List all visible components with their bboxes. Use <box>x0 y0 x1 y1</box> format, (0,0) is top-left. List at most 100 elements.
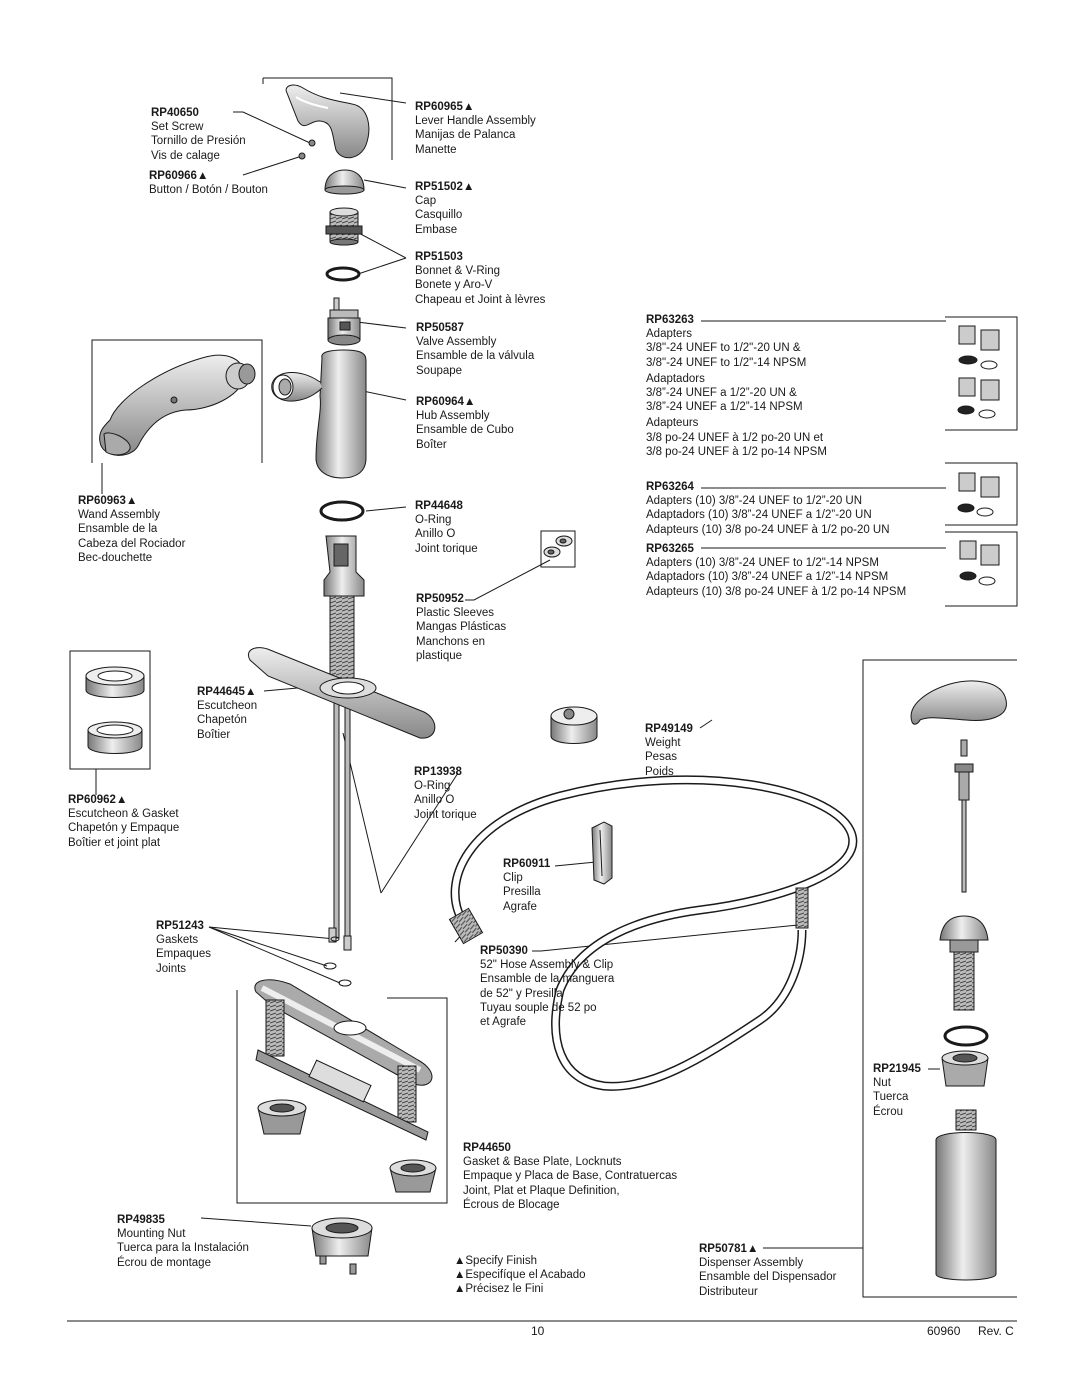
part-desc: 3/8 po-24 UNEF à 1/2 po-14 NPSM <box>646 445 827 458</box>
part-desc: Bonete y Aro-V <box>415 279 493 292</box>
label-rp50952: RP50952 Plastic Sleeves Mangas Plásticas… <box>416 592 506 663</box>
label-rp51503: RP51503 Bonnet & V-Ring Bonete y Aro-V C… <box>415 250 545 307</box>
part-number: RP21945 <box>873 1063 921 1075</box>
part-number: RP60964▲ <box>416 396 476 408</box>
frame-dispenser <box>862 659 1017 1298</box>
part-desc: Adapters (10) 3/8”-24 UNEF to 1/2”-20 UN <box>646 495 863 508</box>
part-number: RP63263 <box>646 314 694 326</box>
part-desc: 3/8”-24 UNEF a 1/2”-20 UN & <box>646 387 797 400</box>
frame-escutcheon <box>69 650 151 770</box>
part-desc: Vis de calage <box>151 149 220 162</box>
part-desc: Adaptadors <box>646 372 705 385</box>
part-number: RP44645▲ <box>197 686 257 698</box>
part-desc: Écrous de Blocage <box>463 1198 560 1211</box>
hose-drawing <box>448 775 858 1091</box>
part-desc: Escutcheon & Gasket <box>68 808 179 821</box>
part-desc: Casquillo <box>415 209 463 222</box>
label-rp63263: RP63263 Adapters 3/8"-24 UNEF to 1/2"-20… <box>646 313 827 459</box>
part-desc: et Agrafe <box>480 1016 527 1029</box>
locknut-drawing <box>257 1099 437 1193</box>
part-number: RP51243 <box>156 920 204 932</box>
part-desc: Chapetón <box>197 714 247 727</box>
bonnet-drawing <box>325 207 363 246</box>
part-desc: Manijas de Palanca <box>415 129 516 142</box>
part-desc: Écrou <box>873 1105 904 1118</box>
hub-drawing <box>271 349 367 479</box>
adapters-63263-drawing <box>957 325 1000 419</box>
part-desc: Boîtier et joint plat <box>68 836 161 849</box>
frame-baseplate <box>236 990 448 1204</box>
part-desc: Ensamble del Dispensador <box>699 1271 837 1284</box>
part-desc: Cabeza del Rociador <box>78 537 186 550</box>
part-number: RP50587 <box>416 322 464 334</box>
finish-legend: ▲Specify Finish ▲Especifíque el Acabado … <box>454 1254 586 1297</box>
label-rp40650: RP40650 Set Screw Tornillo de Presión Vi… <box>151 106 246 163</box>
label-rp51243: RP51243 Gaskets Empaques Joints <box>156 919 211 976</box>
adapters-63265-drawing <box>959 540 1000 586</box>
part-number: RP44650 <box>463 1142 511 1154</box>
part-desc: 3/8"-24 UNEF to 1/2"-20 UN & <box>646 342 801 355</box>
label-rp63264: RP63264 Adapters (10) 3/8”-24 UNEF to 1/… <box>646 480 890 537</box>
part-number: RP44648 <box>415 500 463 512</box>
part-desc: 3/8”-24 UNEF a 1/2”-14 NPSM <box>646 401 803 414</box>
label-rp60966: RP60966▲ Button / Botón / Bouton <box>149 169 268 197</box>
part-number: RP63264 <box>646 481 694 493</box>
lever-handle-drawing <box>285 84 370 160</box>
part-desc: Chapetón y Empaque <box>68 822 180 835</box>
label-rp13938: RP13938 O-Ring Anillo O Joint torique <box>414 765 477 822</box>
part-desc: Distributeur <box>699 1285 758 1298</box>
part-desc: Tuyau souple de 52 po <box>480 1001 597 1014</box>
part-desc: Bonnet & V-Ring <box>415 265 501 278</box>
label-rp63265: RP63265 Adapters (10) 3/8”-24 UNEF to 1/… <box>646 542 906 599</box>
part-number: RP49835 <box>117 1214 165 1226</box>
part-desc: Adapters (10) 3/8”-24 UNEF to 1/2"-14 NP… <box>646 557 879 570</box>
part-desc: Bec-douchette <box>78 551 153 564</box>
part-number: RP60911 <box>503 858 551 870</box>
frame-adapters-63265 <box>945 531 1018 607</box>
page-number: 10 <box>531 1324 545 1338</box>
shank-drawing <box>323 535 365 987</box>
part-desc: Embase <box>415 223 458 236</box>
legend-line: ▲Specify Finish <box>454 1255 537 1267</box>
escutcheon-gasket-drawing <box>85 666 145 754</box>
cap-drawing <box>324 169 365 195</box>
label-rp51502: RP51502▲ Cap Casquillo Embase <box>415 180 474 237</box>
legend-line: ▲Précisez le Fini <box>454 1283 544 1296</box>
base-plate-drawing <box>254 979 433 1141</box>
label-rp49149: RP49149 Weight Pesas Poids <box>645 722 693 779</box>
part-desc: O-Ring <box>415 514 452 527</box>
frame-handle <box>263 77 393 160</box>
part-desc: plastique <box>416 649 463 662</box>
v-ring-drawing <box>325 266 361 282</box>
part-desc: Écrou de montage <box>117 1256 211 1269</box>
part-number: RP60966▲ <box>149 170 209 182</box>
part-desc: Ensamble de Cubo <box>416 424 514 437</box>
part-desc: Gaskets <box>156 934 199 947</box>
part-desc: Empaque y Placa de Base, Contratuercas <box>463 1170 678 1183</box>
part-desc: 52" Hose Assembly & Clip <box>480 959 614 972</box>
part-desc: Adaptadors (10) 3/8”-24 UNEF a 1/2”-20 U… <box>646 509 872 522</box>
weight-drawing <box>550 706 598 744</box>
part-desc: Empaques <box>156 948 211 961</box>
label-rp60963: RP60963▲ Wand Assembly Ensamble de la Ca… <box>78 494 185 565</box>
part-desc: Adaptadors (10) 3/8”-24 UNEF a 1/2”-14 N… <box>646 571 889 584</box>
part-desc: Agrafe <box>503 900 537 913</box>
part-desc: Chapeau et Joint à lèvres <box>415 293 546 306</box>
label-rp60964: RP60964▲ Hub Assembly Ensamble de Cubo B… <box>416 395 514 452</box>
dispenser-drawing <box>910 680 1007 1281</box>
part-number: RP50390 <box>480 945 528 957</box>
part-desc: Mangas Plásticas <box>416 621 507 634</box>
label-rp44650: RP44650 Gasket & Base Plate, Locknuts Em… <box>463 1141 677 1212</box>
part-desc: Set Screw <box>151 121 204 134</box>
label-rp44648: RP44648 O-Ring Anillo O Joint torique <box>415 499 478 556</box>
label-rp44645: RP44645▲ Escutcheon Chapetón Boîtier <box>197 685 257 742</box>
part-desc: Joint torique <box>414 808 477 821</box>
part-desc: Soupape <box>416 364 463 377</box>
part-desc: Escutcheon <box>197 700 258 713</box>
part-desc: Weight <box>645 737 681 750</box>
frame-adapters-63263 <box>945 316 1018 431</box>
label-rp49835: RP49835 Mounting Nut Tuerca para la Inst… <box>117 1213 249 1270</box>
part-desc: Joint torique <box>415 542 478 555</box>
part-desc: Joints <box>156 962 187 975</box>
